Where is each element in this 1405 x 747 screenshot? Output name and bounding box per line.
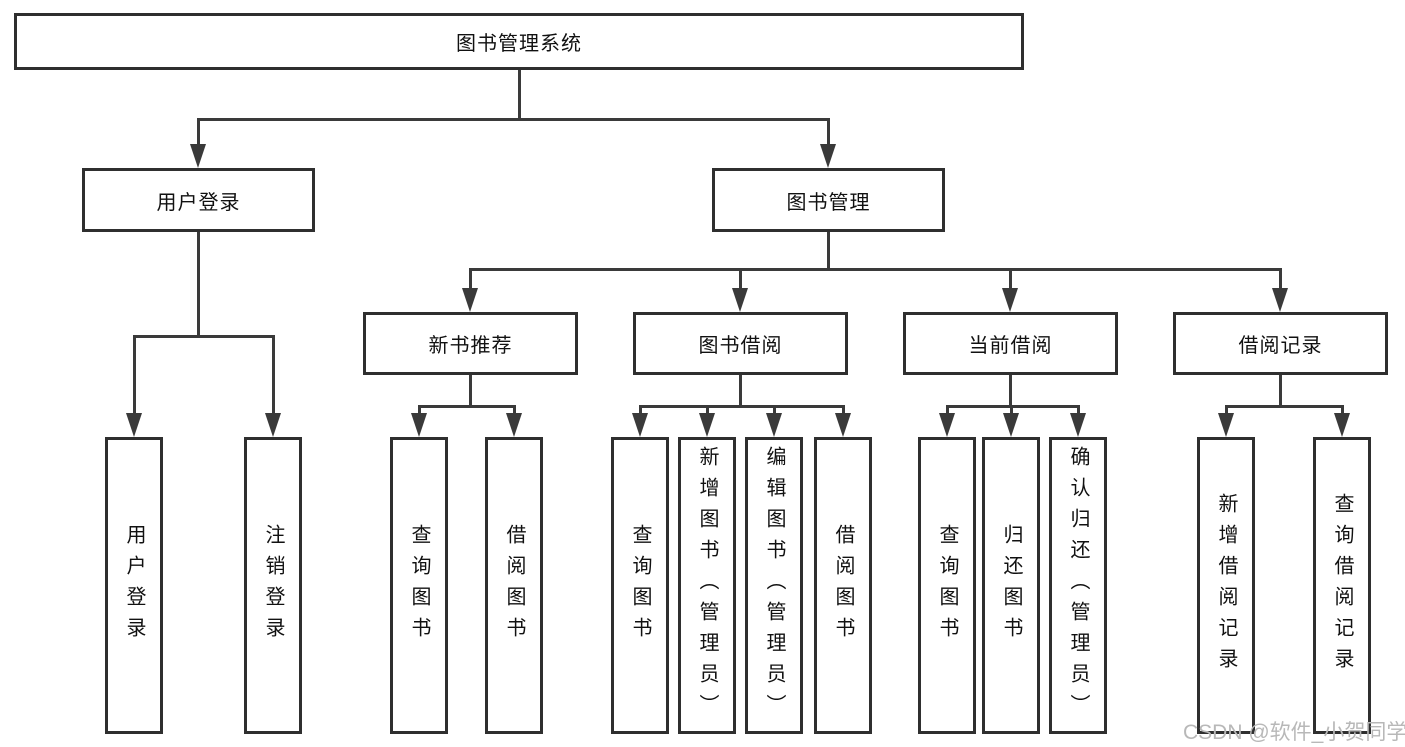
connector-line (842, 405, 845, 415)
connector-line (1225, 405, 1228, 415)
connector-line (518, 70, 521, 120)
leaf-borrow-books: 借阅图书 (814, 437, 872, 734)
connector-line (739, 268, 742, 290)
connector-line (469, 375, 472, 406)
leaf-confirm-return-admin: 确认归还（管理员） (1049, 437, 1107, 734)
arrowhead-icon (1002, 288, 1018, 312)
leaf-add-books-admin: 新增图书（管理员） (678, 437, 736, 734)
connector-line (470, 268, 1280, 271)
connector-line (827, 118, 830, 146)
connector-line (469, 268, 472, 290)
node-borrow-records: 借阅记录 (1173, 312, 1388, 375)
connector-line (197, 118, 200, 146)
arrowhead-icon (265, 413, 281, 437)
connector-line (272, 335, 275, 415)
connector-line (133, 335, 136, 415)
arrowhead-icon (766, 413, 782, 437)
connector-line (1077, 405, 1080, 415)
node-book-borrow: 图书借阅 (633, 312, 848, 375)
connector-line (197, 232, 200, 337)
connector-line (1010, 405, 1013, 415)
connector-line (1009, 268, 1012, 290)
arrowhead-icon (820, 144, 836, 168)
arrowhead-icon (126, 413, 142, 437)
arrowhead-icon (1218, 413, 1234, 437)
connector-line (639, 405, 642, 415)
arrowhead-icon (190, 144, 206, 168)
leaf-logout: 注销登录 (244, 437, 302, 734)
connector-line (198, 118, 828, 121)
leaf-return-books: 归还图书 (982, 437, 1040, 734)
leaf-query-books-current: 查询图书 (918, 437, 976, 734)
node-root: 图书管理系统 (14, 13, 1024, 70)
connector-line (418, 405, 421, 415)
arrowhead-icon (1334, 413, 1350, 437)
leaf-edit-books-admin: 编辑图书（管理员） (745, 437, 803, 734)
connector-line (827, 232, 830, 270)
arrowhead-icon (939, 413, 955, 437)
arrowhead-icon (411, 413, 427, 437)
connector-line (773, 405, 776, 415)
node-current-borrow: 当前借阅 (903, 312, 1118, 375)
arrowhead-icon (835, 413, 851, 437)
node-user-login: 用户登录 (82, 168, 315, 232)
connector-line (1009, 375, 1012, 406)
connector-line (1279, 268, 1282, 290)
leaf-query-books-recommend: 查询图书 (390, 437, 448, 734)
leaf-query-books-borrow: 查询图书 (611, 437, 669, 734)
connector-line (739, 375, 742, 406)
connector-line (706, 405, 709, 415)
node-book-management: 图书管理 (712, 168, 945, 232)
connector-line (946, 405, 949, 415)
arrowhead-icon (632, 413, 648, 437)
arrowhead-icon (462, 288, 478, 312)
arrowhead-icon (699, 413, 715, 437)
watermark: CSDN @软件_小贺同学 (1183, 721, 1405, 744)
connector-line (1226, 405, 1342, 408)
arrowhead-icon (732, 288, 748, 312)
connector-line (513, 405, 516, 415)
connector-line (1279, 375, 1282, 406)
connector-line (947, 405, 1078, 408)
arrowhead-icon (1272, 288, 1288, 312)
connector-line (640, 405, 843, 408)
leaf-borrow-books-recommend: 借阅图书 (485, 437, 543, 734)
connector-line (419, 405, 514, 408)
leaf-add-borrow-record: 新增借阅记录 (1197, 437, 1255, 734)
node-new-book-recommend: 新书推荐 (363, 312, 578, 375)
arrowhead-icon (1003, 413, 1019, 437)
connector-line (134, 335, 273, 338)
leaf-query-borrow-record: 查询借阅记录 (1313, 437, 1371, 734)
connector-line (1341, 405, 1344, 415)
arrowhead-icon (506, 413, 522, 437)
leaf-user-login: 用户登录 (105, 437, 163, 734)
arrowhead-icon (1070, 413, 1086, 437)
